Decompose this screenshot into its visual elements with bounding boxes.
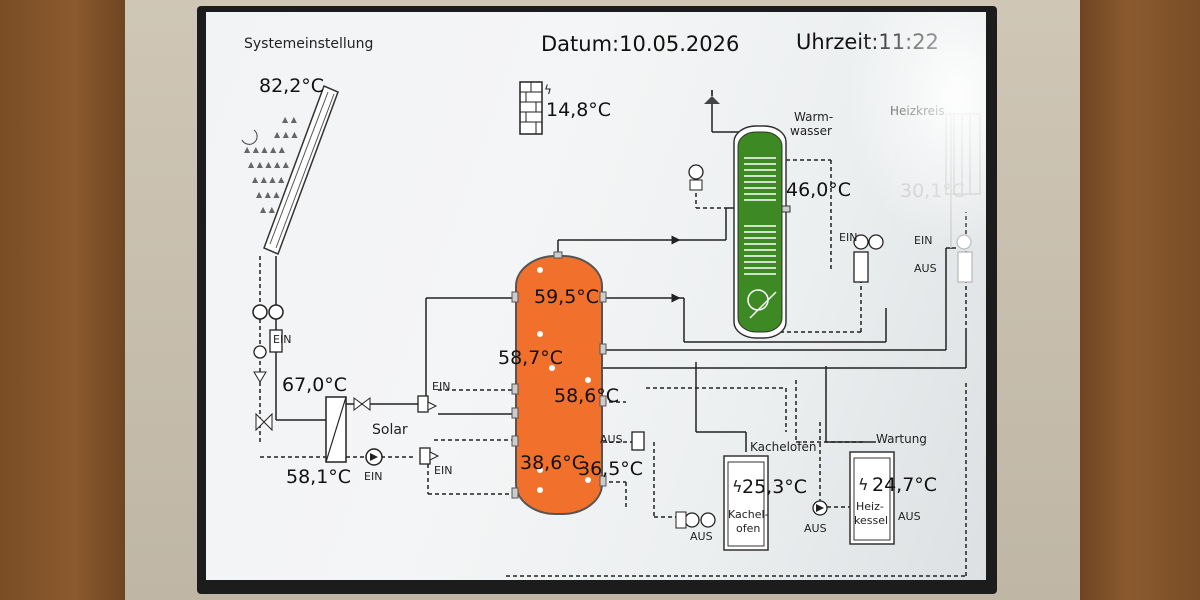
- outdoor-sensor-wall-icon: ϟ: [519, 81, 552, 135]
- svg-text:▲ ▲ ▲ ▲ ▲: ▲ ▲ ▲ ▲ ▲: [248, 160, 290, 169]
- system-settings-link[interactable]: Systemeinstellung: [244, 36, 374, 52]
- warmwater-label-2: wasser: [790, 124, 832, 138]
- heizkreis-pump-icon[interactable]: [956, 234, 973, 283]
- heating-circuit-mixer-state: AUS: [914, 262, 937, 275]
- solar-pump-icon[interactable]: [252, 304, 284, 432]
- buffer-upper-valve-icon[interactable]: [417, 395, 438, 413]
- buffer-temp-bottom: 36,5°C: [578, 458, 644, 480]
- outdoor-temp: 14,8°C: [546, 99, 612, 121]
- svg-text:▲ ▲: ▲ ▲: [282, 115, 298, 124]
- flame-icon: ϟ: [858, 475, 869, 494]
- buffer-temp-mid: 58,6°C: [554, 385, 620, 407]
- solar-valve-icon[interactable]: [353, 397, 371, 411]
- solar-flow-temp: 67,0°C: [282, 374, 348, 396]
- buffer-temp-low: 38,6°C: [520, 452, 586, 474]
- collector-temp: 82,2°C: [259, 75, 325, 97]
- kachelofen-box-label-1: Kachel-: [728, 508, 769, 521]
- date-display: Datum:10.05.2026: [541, 32, 740, 56]
- solar-return-pump-icon[interactable]: [365, 448, 383, 466]
- kachelofen-label: Kachelofen: [750, 440, 817, 454]
- svg-text:▲ ▲ ▲ ▲ ▲: ▲ ▲ ▲ ▲ ▲: [244, 145, 286, 154]
- heizkessel-temp: 24,7°C: [872, 474, 938, 496]
- time-display: Uhrzeit:11:22: [796, 30, 939, 54]
- kachelofen-pump-icon[interactable]: [675, 511, 716, 529]
- svg-text:ϟ: ϟ: [544, 83, 552, 97]
- heating-circuit-label: Heizkreis: [890, 104, 945, 118]
- wall-left: [0, 0, 125, 600]
- solar-pump-state: EIN: [273, 333, 292, 346]
- maintenance-link[interactable]: Wartung: [876, 432, 927, 446]
- kachelofen-temp: 25,3°C: [742, 476, 808, 498]
- heating-circuit-temp: 30,1°C: [900, 180, 966, 202]
- return-valve-icon[interactable]: [631, 431, 645, 451]
- solar-heat-exchanger-icon: [325, 396, 347, 463]
- solar-return-temp: 58,1°C: [286, 466, 352, 488]
- svg-text:▲ ▲: ▲ ▲: [260, 205, 276, 214]
- kachelofen-box-label-2: ofen: [736, 522, 761, 535]
- warmwater-tank[interactable]: [733, 125, 791, 339]
- wall-right: [1080, 0, 1200, 600]
- buffer-lower-valve-icon[interactable]: [419, 447, 440, 465]
- buffer-temp-top: 59,5°C: [534, 286, 600, 308]
- heating-circuit-pump-state: EIN: [914, 234, 933, 247]
- buffer-temp-upper: 58,7°C: [498, 347, 564, 369]
- heizkessel-pump-icon[interactable]: [812, 500, 828, 516]
- kachelofen-icon[interactable]: [723, 455, 769, 551]
- svg-text:▲ ▲ ▲: ▲ ▲ ▲: [274, 130, 298, 139]
- heizkessel-box-label-1: Heiz-: [856, 500, 884, 513]
- return-valve-state: AUS: [600, 433, 623, 446]
- solar-return-pump-state: EIN: [364, 470, 383, 483]
- buffer-lower-valve-state: EIN: [434, 464, 453, 477]
- heizkessel-pump-state: AUS: [804, 522, 827, 535]
- heizkessel-state: AUS: [898, 510, 921, 523]
- heizkessel-icon[interactable]: [849, 451, 895, 545]
- flame-icon: ϟ: [732, 477, 743, 496]
- hydraulic-diagram: ▲ ▲ ▲ ▲ ▲ ▲ ▲ ▲ ▲ ▲ ▲ ▲ ▲ ▲ ▲ ▲ ▲ ▲ ▲ ▲ …: [241, 81, 981, 577]
- warmwater-label-1: Warm-: [794, 110, 834, 124]
- dhw-pump-icon[interactable]: [688, 164, 704, 191]
- dhw-load-pump-icon[interactable]: [853, 234, 884, 283]
- solar-collector-icon[interactable]: ▲ ▲ ▲ ▲ ▲ ▲ ▲ ▲ ▲ ▲ ▲ ▲ ▲ ▲ ▲ ▲ ▲ ▲ ▲ ▲ …: [241, 84, 339, 256]
- warmwater-pump-state: EIN: [839, 231, 858, 244]
- buffer-tank[interactable]: [511, 251, 607, 515]
- kachelofen-pump-state: AUS: [690, 530, 713, 543]
- solar-label: Solar: [372, 422, 408, 438]
- warmwater-temp: 46,0°C: [786, 179, 852, 201]
- buffer-upper-valve-state: EIN: [432, 380, 451, 393]
- svg-text:▲ ▲ ▲: ▲ ▲ ▲: [256, 190, 280, 199]
- heizkessel-box-label-2: kessel: [854, 514, 889, 527]
- shower-icon: [704, 90, 720, 104]
- control-screen: ▲ ▲ ▲ ▲ ▲ ▲ ▲ ▲ ▲ ▲ ▲ ▲ ▲ ▲ ▲ ▲ ▲ ▲ ▲ ▲ …: [206, 12, 986, 580]
- svg-text:▲ ▲ ▲ ▲: ▲ ▲ ▲ ▲: [252, 175, 285, 184]
